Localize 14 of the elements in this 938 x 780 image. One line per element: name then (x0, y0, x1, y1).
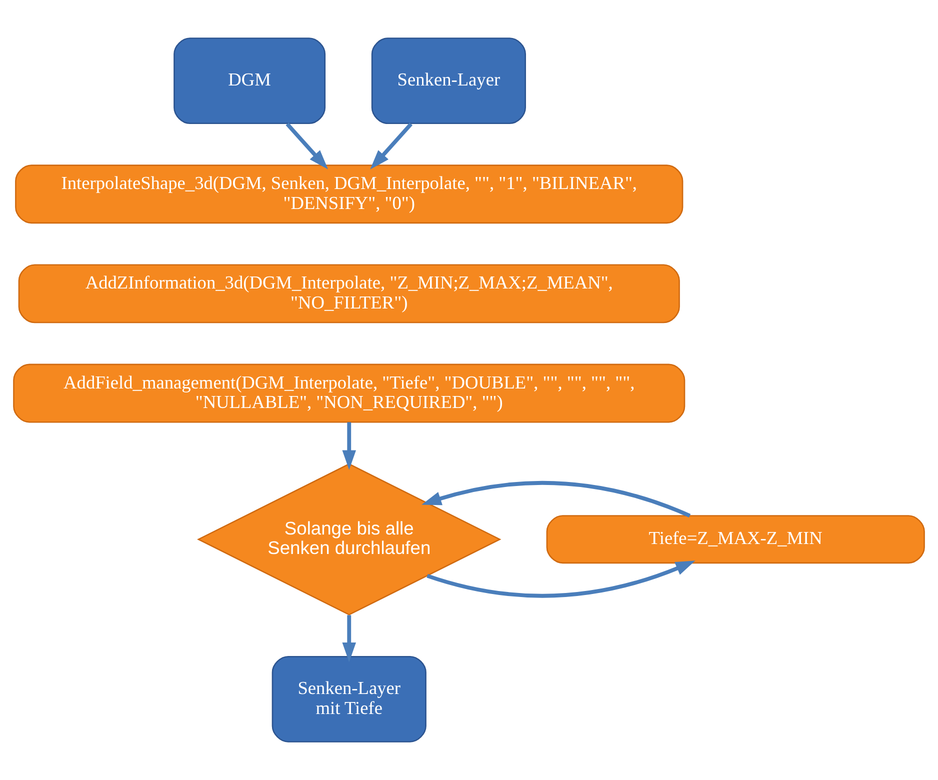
arrow (422, 480, 691, 518)
arrow (342, 615, 356, 662)
node-box: AddZInformation_3d(DGM_Interpolate, "Z_MIN;Z_MAX;Z_MEAN", "NO_FILTER") (18, 264, 680, 324)
node-box: Tiefe=Z_MAX-Z_MIN (546, 515, 925, 564)
arrow (286, 122, 328, 170)
node-box: Senken-Layer mit Tiefe (272, 656, 426, 742)
node-box: InterpolateShape_3d(DGM, Senken, DGM_Interpolate, "", "1", "BILINEAR", "DENSIFY", "0") (15, 164, 684, 224)
arrow (426, 560, 696, 598)
node-box: Senken-Layer (371, 38, 526, 124)
arrow (342, 422, 356, 470)
arrow (370, 122, 413, 170)
node-box: AddField_management(DGM_Interpolate, "Tiefe", "DOUBLE", "", "", "", "", "NULLABLE", "NON_REQUIRED", "") (13, 364, 686, 423)
node-diamond: Solange bis alle Senken durchlaufen (197, 463, 502, 616)
node-box: DGM (174, 38, 326, 124)
